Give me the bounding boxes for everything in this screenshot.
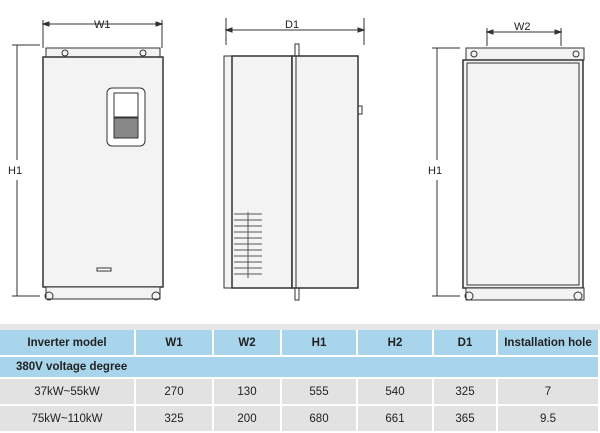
cell-w1: 270 bbox=[135, 378, 214, 406]
section-label: 380V voltage degree bbox=[0, 356, 600, 379]
dimensions-table: Inverter model W1 W2 H1 H2 D1 Installati… bbox=[0, 330, 600, 433]
header-h1: H1 bbox=[281, 330, 358, 357]
cell-model: 75kW~110kW bbox=[0, 405, 136, 433]
header-w1: W1 bbox=[135, 330, 214, 357]
side-view: D1 bbox=[223, 18, 366, 301]
cell-d1: 325 bbox=[433, 378, 498, 406]
table-row: 37kW~55kW 270 130 555 540 325 7 bbox=[0, 378, 600, 406]
header-installation-hole: Installation hole bbox=[497, 330, 600, 357]
cell-h2: 661 bbox=[357, 405, 434, 433]
front-view: W1 H1 bbox=[8, 19, 164, 301]
section-row: 380V voltage degree bbox=[0, 356, 600, 379]
cell-h1: 680 bbox=[281, 405, 358, 433]
header-h2: H2 bbox=[357, 330, 434, 357]
table-row: 75kW~110kW 325 200 680 661 365 9.5 bbox=[0, 405, 600, 433]
cell-hole: 9.5 bbox=[497, 405, 600, 433]
back-width-label: W2 bbox=[514, 21, 531, 33]
cell-h1: 555 bbox=[281, 378, 358, 406]
back-height-label: H1 bbox=[428, 165, 442, 177]
header-d1: D1 bbox=[433, 330, 498, 357]
front-height-label: H1 bbox=[8, 165, 22, 177]
cell-d1: 365 bbox=[433, 405, 498, 433]
front-width-label: W1 bbox=[94, 19, 111, 31]
separator-band bbox=[0, 324, 600, 330]
cell-hole: 7 bbox=[497, 378, 600, 406]
cell-w2: 130 bbox=[213, 378, 282, 406]
header-w2: W2 bbox=[213, 330, 282, 357]
side-depth-label: D1 bbox=[285, 19, 299, 31]
cell-w1: 325 bbox=[135, 405, 214, 433]
cell-h2: 540 bbox=[357, 378, 434, 406]
dimension-drawing: W1 H1 D1 W2 H1 bbox=[8, 18, 585, 301]
table-header-row: Inverter model W1 W2 H1 H2 D1 Installati… bbox=[0, 330, 600, 357]
header-model: Inverter model bbox=[0, 330, 136, 357]
cell-w2: 200 bbox=[213, 405, 282, 433]
back-view: W2 H1 bbox=[428, 21, 585, 301]
cell-model: 37kW~55kW bbox=[0, 378, 136, 406]
